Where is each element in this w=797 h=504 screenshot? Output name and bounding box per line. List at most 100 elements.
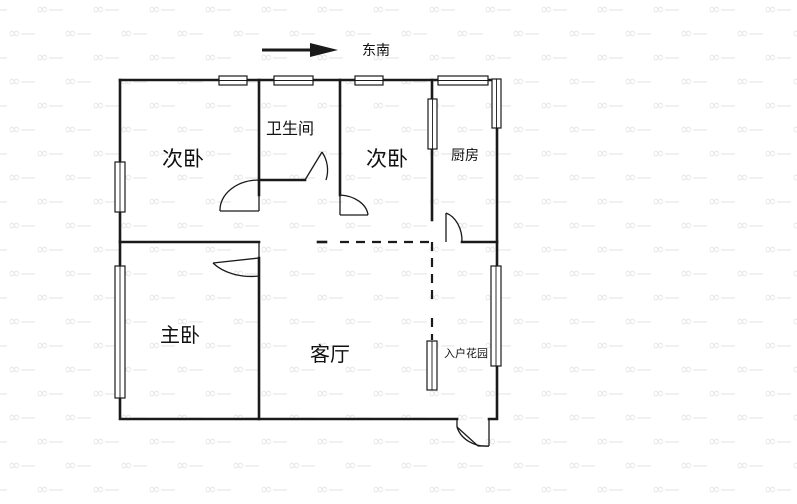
watermark-mark: ∞— xyxy=(204,480,232,498)
door-secondary-bedroom-right xyxy=(339,194,369,216)
watermark-mark: ∞— xyxy=(316,192,344,210)
watermark-mark: ∞— xyxy=(568,408,596,426)
watermark-mark: ∞— xyxy=(624,216,652,234)
watermark-mark: ∞— xyxy=(652,144,680,162)
watermark-mark: ∞— xyxy=(484,432,512,450)
watermark-mark: ∞— xyxy=(36,96,64,114)
watermark-mark: ∞— xyxy=(596,336,624,354)
watermark-mark: ∞— xyxy=(736,312,764,330)
watermark-mark: ∞— xyxy=(204,192,232,210)
watermark-mark: ∞— xyxy=(232,168,260,186)
watermark-mark: ∞— xyxy=(624,72,652,90)
watermark-mark: ∞— xyxy=(736,408,764,426)
watermark-mark: ∞— xyxy=(680,24,708,42)
watermark-mark: ∞— xyxy=(204,144,232,162)
orientation-arrow xyxy=(262,43,338,57)
watermark-mark: ∞— xyxy=(92,288,120,306)
watermark-mark: ∞— xyxy=(148,432,176,450)
room-label-entry-garden: 入户花园 xyxy=(444,346,488,360)
watermark-mark: ∞— xyxy=(680,120,708,138)
watermark-mark: ∞— xyxy=(316,96,344,114)
watermark-mark: ∞— xyxy=(624,168,652,186)
watermark-mark: ∞— xyxy=(0,432,8,450)
watermark-mark: ∞— xyxy=(344,456,372,474)
watermark-mark: ∞— xyxy=(316,240,344,258)
watermark-mark: ∞— xyxy=(316,384,344,402)
open-boundaries xyxy=(340,240,434,340)
watermark-mark: ∞— xyxy=(708,336,736,354)
watermark-mark: ∞— xyxy=(512,168,540,186)
watermark-mark: ∞— xyxy=(92,192,120,210)
watermark-mark: ∞— xyxy=(540,384,568,402)
watermark-mark: ∞— xyxy=(120,216,148,234)
watermark-mark: ∞— xyxy=(680,168,708,186)
watermark-mark: ∞— xyxy=(708,240,736,258)
watermark-mark: ∞— xyxy=(764,96,792,114)
watermark-mark: ∞— xyxy=(736,360,764,378)
watermark-mark: ∞— xyxy=(540,144,568,162)
watermark-mark: ∞— xyxy=(680,312,708,330)
watermark-mark: ∞— xyxy=(148,96,176,114)
watermark-mark: ∞— xyxy=(0,288,8,306)
watermark-mark: ∞— xyxy=(8,24,36,42)
watermark-mark: ∞— xyxy=(792,216,797,234)
watermark-mark: ∞— xyxy=(456,168,484,186)
watermark-mark: ∞— xyxy=(204,384,232,402)
watermark-mark: ∞— xyxy=(708,288,736,306)
watermark-mark: ∞— xyxy=(0,144,8,162)
watermark-mark: ∞— xyxy=(316,0,344,18)
watermark-mark: ∞— xyxy=(456,408,484,426)
watermark-mark: ∞— xyxy=(232,24,260,42)
watermark-mark: ∞— xyxy=(92,0,120,18)
watermark-mark: ∞— xyxy=(596,0,624,18)
watermark-mark: ∞— xyxy=(0,480,8,498)
watermark-mark: ∞— xyxy=(204,432,232,450)
watermark-mark: ∞— xyxy=(232,120,260,138)
watermark-mark: ∞— xyxy=(652,384,680,402)
watermark-mark: ∞— xyxy=(8,120,36,138)
watermark-mark: ∞— xyxy=(120,312,148,330)
room-label-bathroom: 卫生间 xyxy=(266,119,314,138)
watermark-mark: ∞— xyxy=(708,432,736,450)
watermark-mark: ∞— xyxy=(596,240,624,258)
windows xyxy=(114,75,502,399)
watermark-mark: ∞— xyxy=(792,360,797,378)
watermark-mark: ∞— xyxy=(792,168,797,186)
watermark-mark: ∞— xyxy=(708,192,736,210)
watermark-mark: ∞— xyxy=(260,432,288,450)
watermark-mark: ∞— xyxy=(176,120,204,138)
watermark-mark: ∞— xyxy=(512,120,540,138)
watermark-mark: ∞— xyxy=(540,288,568,306)
watermark-mark: ∞— xyxy=(372,0,400,18)
watermark-mark: ∞— xyxy=(148,480,176,498)
watermark-mark: ∞— xyxy=(8,72,36,90)
watermark-mark: ∞— xyxy=(288,216,316,234)
watermark-mark: ∞— xyxy=(400,360,428,378)
watermark-mark: ∞— xyxy=(792,264,797,282)
door-kitchen xyxy=(445,212,463,243)
watermark-mark: ∞— xyxy=(624,360,652,378)
watermark-mark: ∞— xyxy=(568,24,596,42)
watermark-mark: ∞— xyxy=(36,384,64,402)
watermark-mark: ∞— xyxy=(512,360,540,378)
watermark-mark: ∞— xyxy=(652,480,680,498)
watermark-mark: ∞— xyxy=(512,216,540,234)
watermark-mark: ∞— xyxy=(736,216,764,234)
watermark-mark: ∞— xyxy=(176,456,204,474)
watermark-mark: ∞— xyxy=(764,336,792,354)
watermark-mark: ∞— xyxy=(120,408,148,426)
watermark-mark: ∞— xyxy=(512,72,540,90)
watermark-mark: ∞— xyxy=(512,312,540,330)
watermark-mark: ∞— xyxy=(0,240,8,258)
watermark-mark: ∞— xyxy=(36,432,64,450)
watermark-mark: ∞— xyxy=(92,144,120,162)
watermark-mark: ∞— xyxy=(428,0,456,18)
watermark-mark: ∞— xyxy=(540,192,568,210)
watermark-mark: ∞— xyxy=(596,480,624,498)
watermark-mark: ∞— xyxy=(176,312,204,330)
watermark-mark: ∞— xyxy=(176,24,204,42)
watermark-mark: ∞— xyxy=(680,264,708,282)
watermark-mark: ∞— xyxy=(764,192,792,210)
watermark-mark: ∞— xyxy=(260,144,288,162)
watermark-mark: ∞— xyxy=(652,48,680,66)
